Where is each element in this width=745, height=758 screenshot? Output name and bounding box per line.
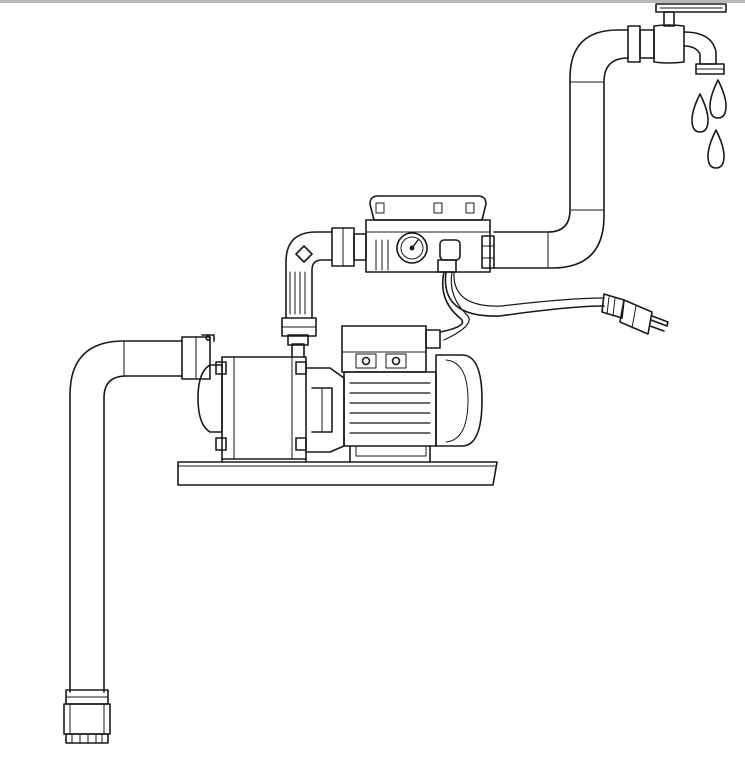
foot-valve xyxy=(63,689,111,744)
pressure-gauge xyxy=(396,232,428,264)
terminal-box xyxy=(341,325,441,373)
power-plug xyxy=(601,293,669,335)
water-drops xyxy=(691,79,727,169)
discharge-pipe xyxy=(493,29,629,269)
power-cable xyxy=(439,271,605,341)
elbow-fitting xyxy=(281,227,367,337)
pressure-controller xyxy=(365,195,495,273)
water-tap xyxy=(627,3,727,75)
top-rule xyxy=(0,0,745,3)
centrifugal-pump xyxy=(197,334,345,463)
mounting-base xyxy=(177,461,498,486)
electric-motor xyxy=(343,354,483,463)
suction-pipe xyxy=(69,336,211,693)
